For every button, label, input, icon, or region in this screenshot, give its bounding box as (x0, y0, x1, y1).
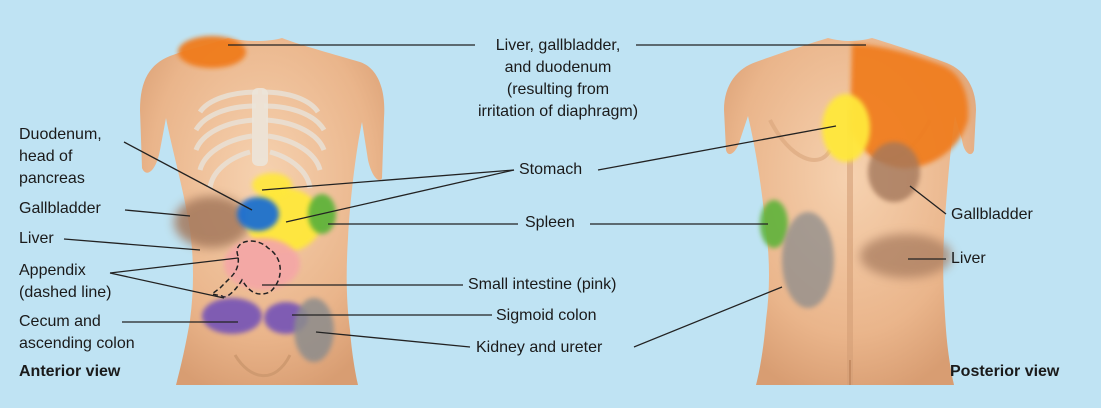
sternum (252, 88, 268, 166)
label-sigmoid-colon: Sigmoid colon (496, 307, 597, 324)
label-anterior-view: Anterior view (19, 363, 121, 380)
posterior-torso (724, 38, 976, 385)
leader-kidney-anterior (315, 331, 471, 348)
anterior-liver-region (174, 196, 250, 248)
appendix-dashed-outline (210, 240, 281, 298)
label-duodenum-pancreas: Duodenum, head of pancreas (19, 126, 102, 187)
label-gallbladder-anterior: Gallbladder (19, 200, 101, 217)
anterior-pelvis-shadow (233, 354, 292, 378)
posterior-gallbladder-region (868, 142, 920, 202)
scapula-left-shadow (768, 119, 832, 162)
label-small-intestine: Small intestine (pink) (468, 276, 617, 293)
anterior-kidney-region (294, 298, 334, 362)
leader-appendix-1 (109, 257, 239, 274)
leader-stomach-anterior-1 (261, 169, 515, 191)
leader-duodenum (123, 141, 253, 211)
leader-stomach-anterior-2 (285, 169, 515, 223)
anterior-small-intestine-region (224, 238, 300, 290)
label-gallbladder-posterior: Gallbladder (951, 206, 1033, 223)
posterior-shoulder-referred-region (850, 44, 969, 169)
posterior-kidney-region (782, 212, 834, 308)
leader-kidney-posterior (633, 286, 783, 348)
label-kidney-ureter: Kidney and ureter (476, 339, 603, 356)
label-posterior-view: Posterior view (950, 363, 1060, 380)
anterior-torso (140, 36, 385, 385)
label-liver-posterior: Liver (951, 250, 986, 267)
posterior-stomach-region (822, 94, 870, 162)
anterior-duodenum-region (237, 197, 279, 231)
anterior-cecum-region (202, 298, 262, 334)
leader-liver-anterior (63, 238, 201, 251)
ribcage (193, 89, 327, 189)
leader-gallbladder-anterior (124, 209, 191, 217)
leader-stomach-posterior (597, 125, 837, 171)
label-spleen: Spleen (525, 214, 575, 231)
posterior-spleen-region (760, 200, 788, 248)
label-liver-gb-duodenum: Liver, gallbladder, and duodenum (result… (477, 37, 639, 120)
leader-appendix-2 (109, 272, 225, 299)
posterior-liver-region (860, 234, 952, 278)
leader-lines (63, 44, 947, 348)
label-liver-anterior: Liver (19, 230, 54, 247)
label-appendix: Appendix (dashed line) (19, 262, 112, 301)
anterior-shoulder-referred-region (178, 36, 246, 68)
label-cecum: Cecum and ascending colon (19, 313, 135, 352)
leader-gallbladder-posterior (909, 185, 947, 215)
label-stomach: Stomach (519, 161, 583, 178)
anterior-stomach-upper (252, 173, 292, 197)
